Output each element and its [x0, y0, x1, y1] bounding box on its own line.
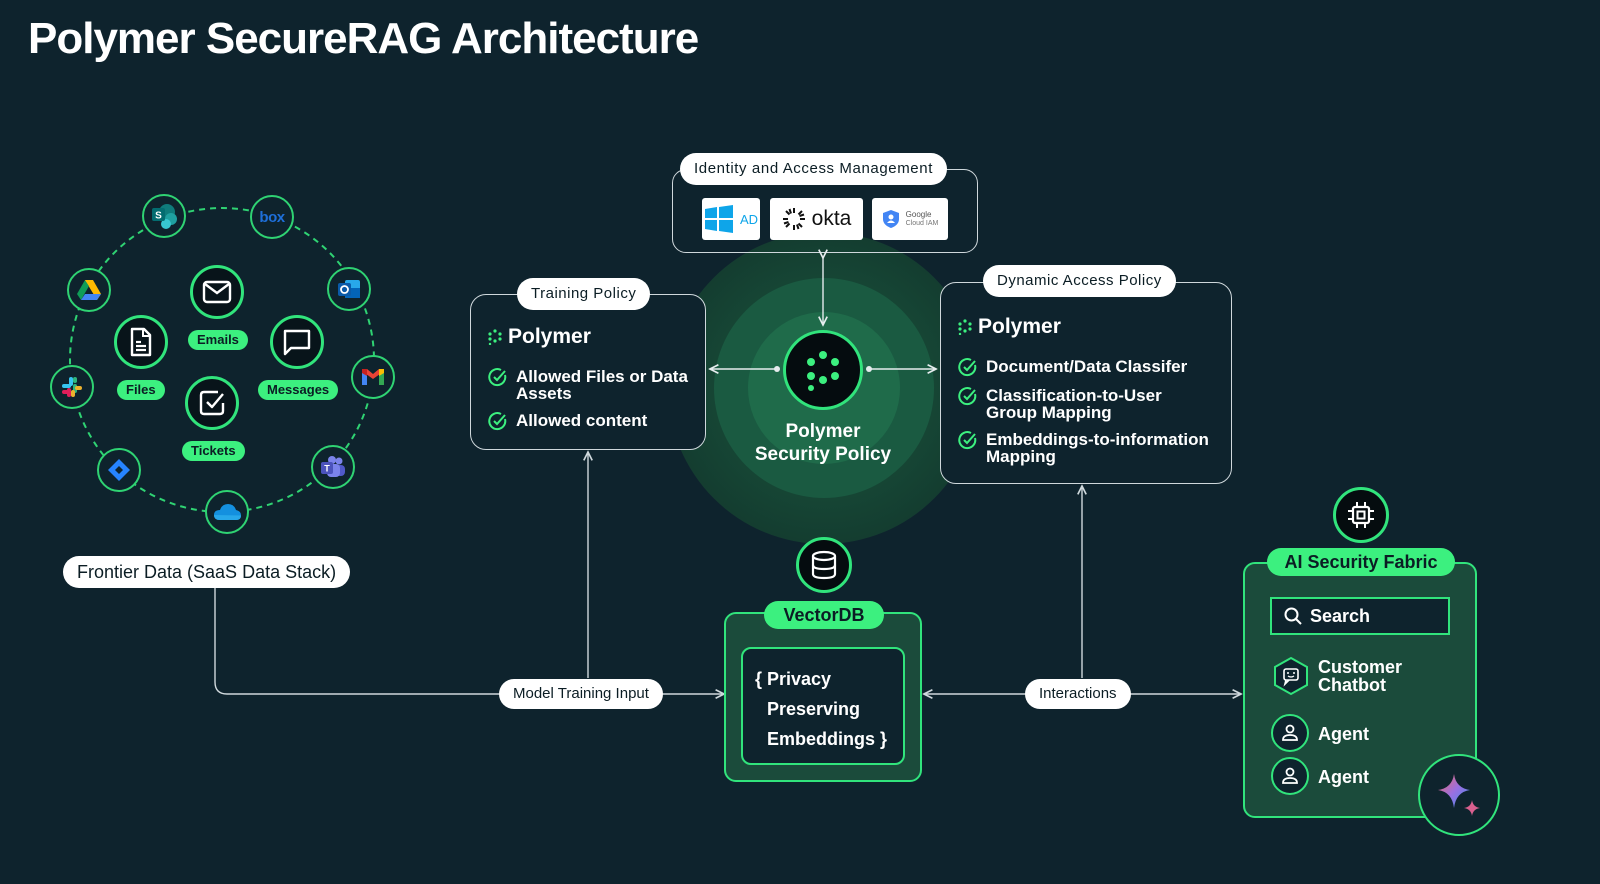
check-circle-icon — [958, 431, 977, 450]
agent-avatar-icon — [1271, 757, 1309, 795]
check-circle-icon — [958, 387, 977, 406]
training-brand-text: Polymer — [508, 325, 591, 348]
tickets-pill: Tickets — [182, 441, 245, 461]
outlook-icon — [327, 267, 371, 311]
emails-pill: Emails — [188, 330, 248, 350]
okta-text: okta — [811, 207, 852, 230]
dynamic-item-text: Document/Data Classifer — [986, 357, 1188, 376]
cloud-iam-text: Cloud IAM — [905, 220, 939, 227]
embeddings-line: Preserving — [767, 699, 861, 719]
model-training-input-label: Model Training Input — [499, 679, 663, 709]
dynamic-item: Classification-to-User Group Mapping — [958, 387, 1198, 421]
chat-bubble-icon — [270, 315, 324, 369]
training-item-text: Allowed Files or Data Assets — [516, 367, 688, 403]
iam-label: Identity and Access Management — [680, 153, 947, 185]
google-drive-icon — [67, 268, 111, 312]
polymer-hub-icon — [783, 330, 863, 410]
training-item: Allowed Files or Data Assets — [488, 368, 698, 402]
files-pill: Files — [117, 380, 165, 400]
embeddings-panel — [741, 647, 905, 765]
okta-logo: okta — [770, 198, 863, 240]
dynamic-brand-text: Polymer — [978, 315, 1061, 338]
okta-sunburst-icon — [782, 208, 805, 230]
ai-security-fabric-label: AI Security Fabric — [1267, 548, 1455, 576]
gmail-icon — [351, 355, 395, 399]
check-circle-icon — [958, 358, 977, 377]
dynamic-item: Document/Data Classifer — [958, 358, 1228, 377]
checkbox-icon — [185, 376, 239, 430]
page-title: Polymer SecureRAG Architecture — [28, 14, 699, 63]
dynamic-access-policy-box — [940, 282, 1232, 484]
dynamic-item-text: Embeddings-to-information Mapping — [986, 430, 1209, 466]
chatbot-line2: Chatbot — [1318, 675, 1386, 695]
document-icon — [114, 315, 168, 369]
chatbot-icon — [1272, 656, 1310, 701]
google-cloud-iam-logo: Google Cloud IAM — [872, 198, 948, 240]
training-item-text: Allowed content — [516, 411, 648, 430]
agent-avatar-icon — [1271, 714, 1309, 752]
microsoft-ad-logo: AD — [702, 198, 760, 240]
training-policy-box — [470, 294, 706, 450]
security-policy-line1: Polymer — [785, 421, 861, 442]
chip-icon — [1333, 487, 1389, 543]
agent-label[interactable]: Agent — [1318, 724, 1369, 744]
chatbot-line1: Customer — [1318, 657, 1403, 677]
security-policy-label: Polymer Security Policy — [730, 420, 916, 466]
box-logo-text: box — [259, 208, 285, 226]
interactions-label: Interactions — [1025, 679, 1131, 709]
dynamic-polymer-brand: Polymer — [958, 315, 1061, 339]
training-polymer-brand: Polymer — [488, 325, 591, 349]
ad-text: AD — [739, 211, 759, 227]
dynamic-item: Embeddings-to-information Mapping — [958, 431, 1228, 465]
gemini-sparkle-icon — [1418, 754, 1500, 836]
embeddings-line: Embeddings } — [767, 729, 888, 749]
teams-icon: T — [311, 445, 355, 489]
jira-icon — [97, 448, 141, 492]
dynamic-item-text: Classification-to-User Group Mapping — [986, 386, 1162, 422]
slack-icon — [50, 365, 94, 409]
vectordb-label: VectorDB — [764, 601, 884, 629]
polymer-logo-icon — [488, 329, 502, 345]
search-icon — [1284, 607, 1302, 625]
customer-chatbot-label[interactable]: Customer Chatbot — [1318, 658, 1402, 694]
google-text: Google — [905, 210, 932, 219]
search-field[interactable]: Search — [1270, 597, 1450, 635]
database-icon — [796, 537, 852, 593]
check-circle-icon — [488, 412, 507, 431]
agent-label[interactable]: Agent — [1318, 767, 1369, 787]
mail-icon — [190, 265, 244, 319]
sharepoint-icon: S — [142, 194, 186, 238]
onedrive-icon — [205, 490, 249, 534]
training-policy-label: Training Policy — [517, 278, 651, 310]
security-policy-line2: Security Policy — [754, 444, 892, 465]
messages-pill: Messages — [258, 380, 339, 400]
embeddings-line: { Privacy — [755, 669, 832, 689]
frontier-data-label: Frontier Data (SaaS Data Stack) — [63, 556, 351, 588]
dynamic-access-policy-label: Dynamic Access Policy — [983, 265, 1176, 297]
polymer-logo-icon — [958, 319, 972, 335]
svg-text:S: S — [155, 211, 162, 222]
box-icon: box — [250, 195, 294, 239]
training-item: Allowed content — [488, 412, 698, 431]
embeddings-text: { Privacy Preserving Embeddings } — [755, 664, 887, 754]
search-label: Search — [1310, 605, 1371, 626]
check-circle-icon — [488, 368, 507, 387]
svg-text:T: T — [324, 464, 330, 474]
